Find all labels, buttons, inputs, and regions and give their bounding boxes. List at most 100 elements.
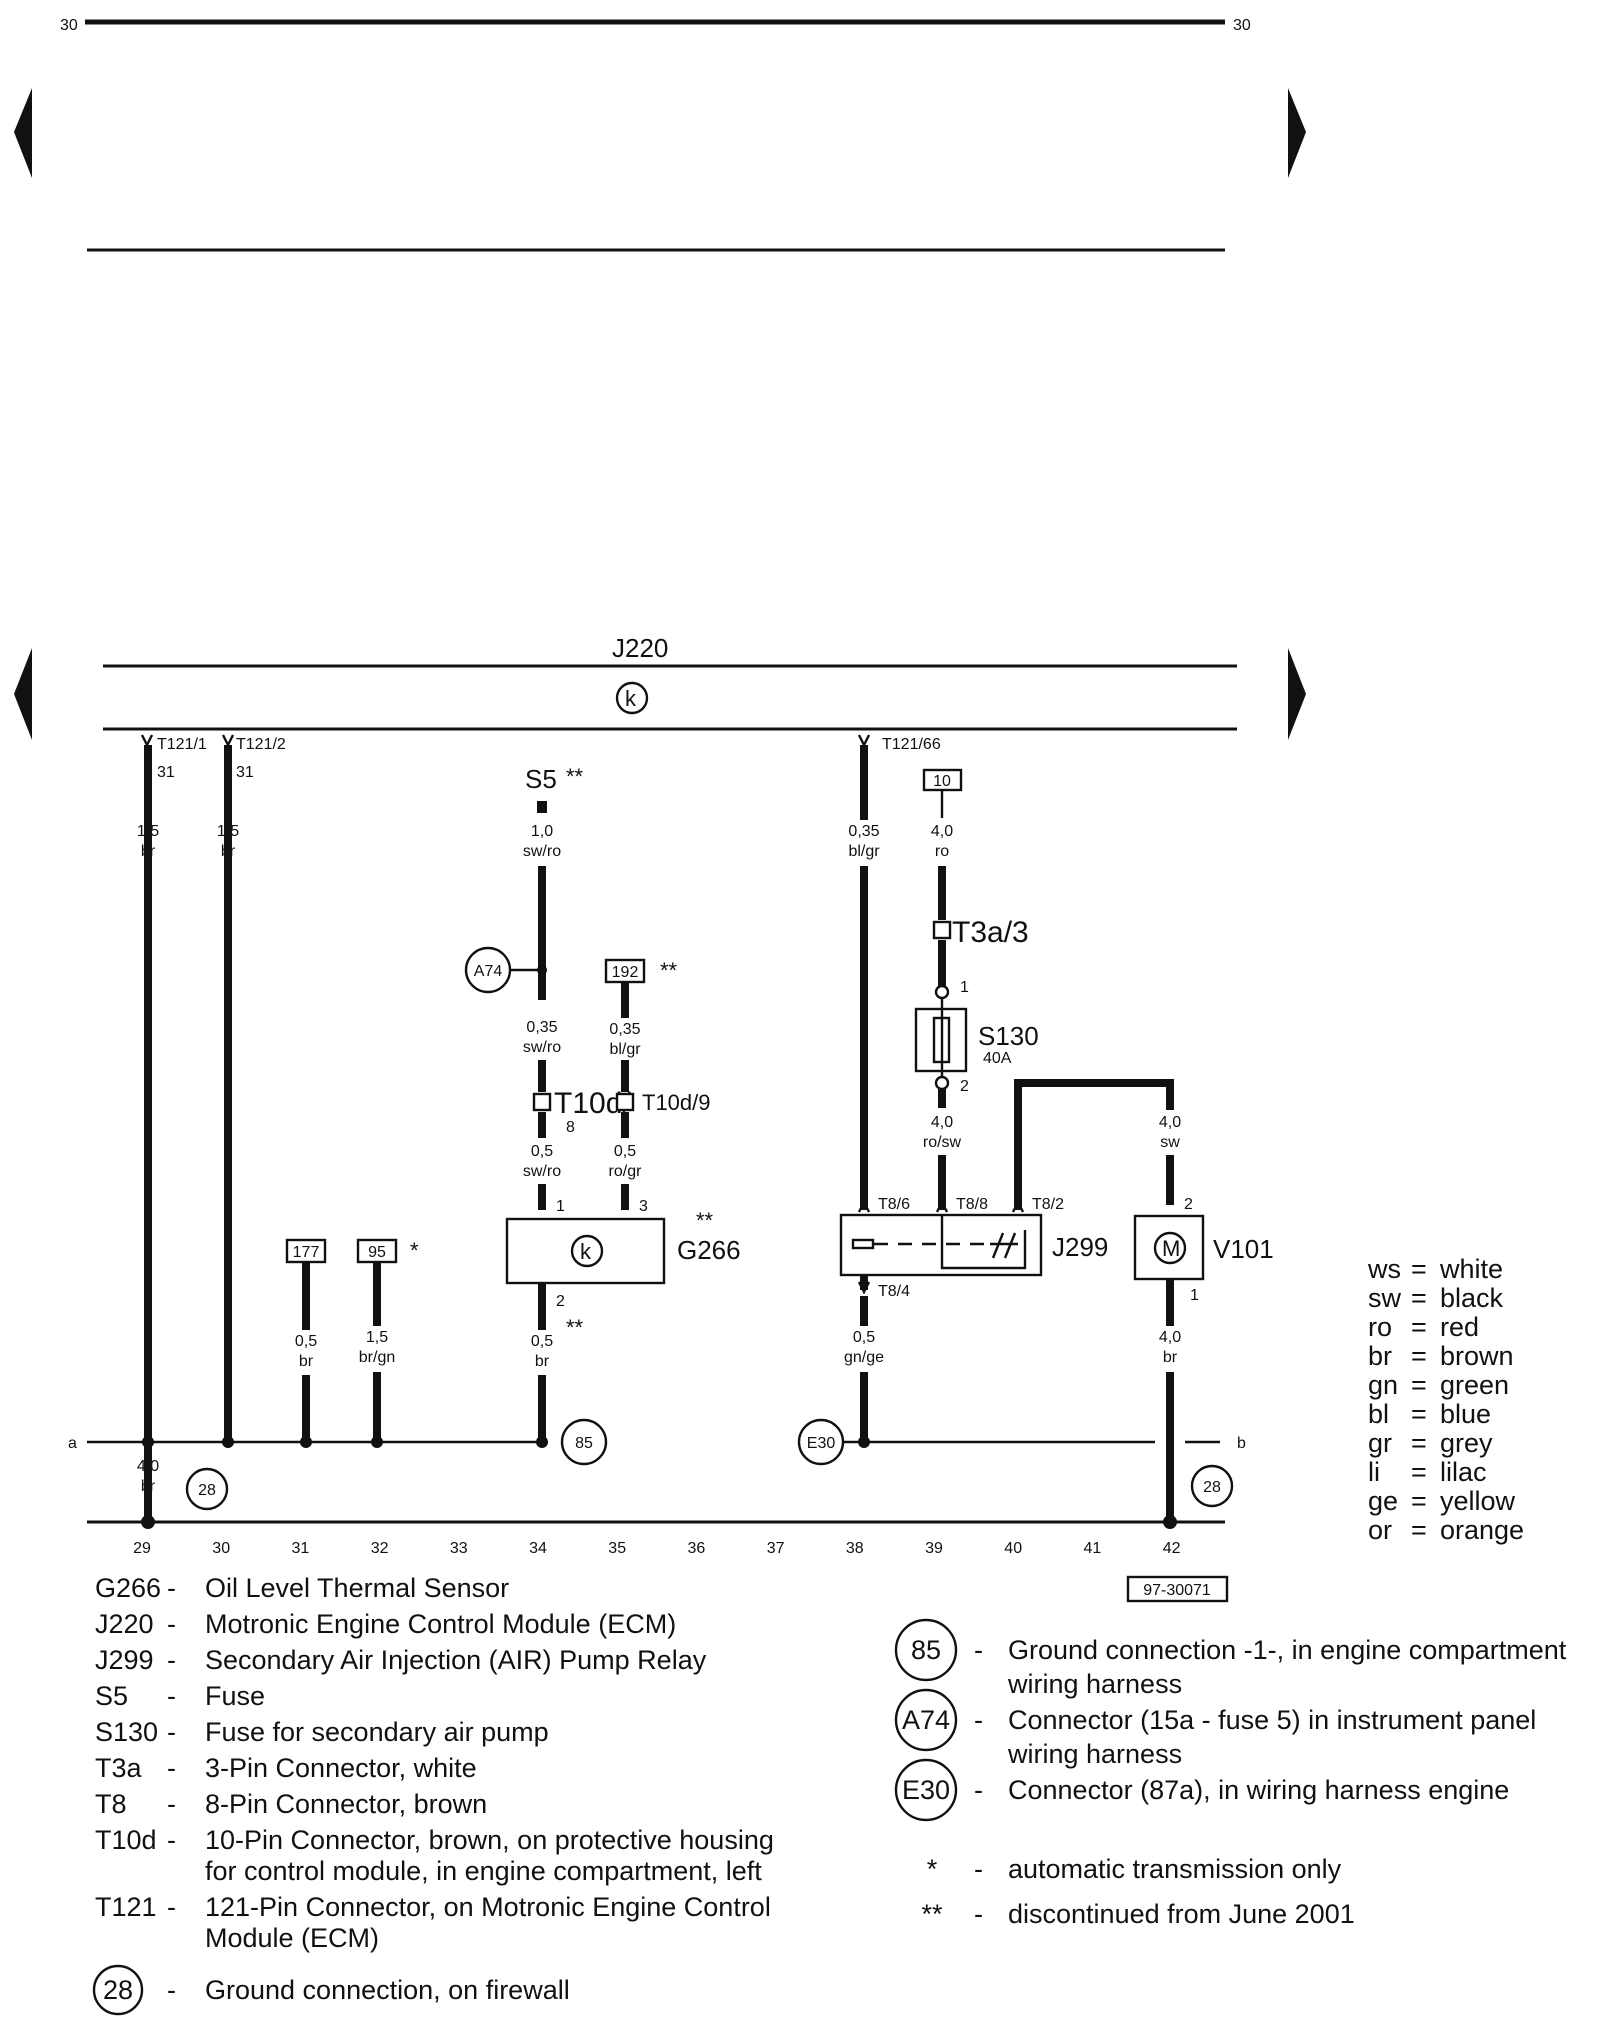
next-diagram-arrow-icon[interactable] — [1288, 648, 1306, 740]
wire-a74-color: sw/ro — [523, 1039, 561, 1056]
prev-page-arrow-icon[interactable] — [14, 88, 32, 178]
wire-v101-bottom-gauge: 4,0 — [1159, 1329, 1181, 1346]
connector-t3a-icon — [932, 920, 952, 940]
wire-32-color: br/gn — [359, 1349, 395, 1366]
track-number: 32 — [371, 1540, 389, 1557]
component-desc: 3-Pin Connector, white — [205, 1753, 477, 1783]
component-desc: Fuse — [205, 1681, 265, 1711]
track-number: 37 — [767, 1540, 785, 1557]
track-number: 33 — [450, 1540, 468, 1557]
junction-dot — [371, 1436, 383, 1448]
component-dash: - — [167, 1789, 176, 1819]
junction-dot — [1163, 1515, 1177, 1529]
pin-arrow-icon — [1011, 1199, 1025, 1213]
pin-arrow-icon — [857, 734, 871, 748]
note-desc: automatic transmission only — [1008, 1854, 1342, 1884]
wire-31-gauge: 0,5 — [295, 1333, 317, 1350]
wire-t10d8-color: sw/ro — [523, 1163, 561, 1180]
wire-31-color: br — [299, 1353, 314, 1370]
junction-dot — [142, 1436, 154, 1448]
connector-legend-dash: - — [974, 1705, 983, 1735]
wire-t10d9-color: ro/gr — [609, 1163, 643, 1180]
pin-t121-66: T121/66 — [882, 736, 941, 753]
component-code: J299 — [95, 1645, 154, 1675]
color-name: lilac — [1440, 1457, 1487, 1487]
note-mark: ** — [921, 1899, 943, 1929]
color-eq: = — [1411, 1515, 1427, 1545]
note-desc: discontinued from June 2001 — [1008, 1899, 1355, 1929]
color-eq: = — [1411, 1341, 1427, 1371]
box-95: 95 — [368, 1244, 386, 1261]
color-name: brown — [1440, 1341, 1514, 1371]
wire-g266-color: br — [535, 1353, 550, 1370]
wire-30-color: br — [221, 843, 236, 860]
connector-t8-4: T8/4 — [878, 1283, 910, 1300]
component-code: T8 — [95, 1789, 127, 1819]
color-code: gr — [1368, 1428, 1392, 1458]
color-name: green — [1440, 1370, 1509, 1400]
junction-dot — [222, 1436, 234, 1448]
component-desc: Module (ECM) — [205, 1923, 379, 1953]
connector-t8-8: T8/8 — [956, 1196, 988, 1213]
color-eq: = — [1411, 1486, 1427, 1516]
junction-dot — [536, 1436, 548, 1448]
wire-10-color: ro — [935, 843, 949, 860]
wire-38-gauge: 0,35 — [848, 823, 879, 840]
color-eq: = — [1411, 1312, 1427, 1342]
connector-legend-desc: Ground connection -1-, in engine compart… — [1008, 1635, 1567, 1665]
track-number: 39 — [925, 1540, 943, 1557]
s130-terminal-2 — [934, 1075, 950, 1091]
pin-num-30: 31 — [236, 764, 254, 781]
motor-v101-label: V101 — [1213, 1234, 1274, 1264]
color-name: orange — [1440, 1515, 1524, 1545]
track-number: 42 — [1163, 1540, 1181, 1557]
junction-dot — [858, 1436, 870, 1448]
wire-38-color: bl/gr — [848, 843, 880, 860]
ground-28-right: 28 — [1203, 1479, 1221, 1496]
pin-arrow-icon — [857, 1281, 871, 1295]
color-eq: = — [1411, 1399, 1427, 1429]
color-eq: = — [1411, 1254, 1427, 1284]
next-page-arrow-icon[interactable] — [1288, 88, 1306, 178]
component-dash: - — [167, 1892, 176, 1922]
component-code: T121 — [95, 1892, 157, 1922]
component-dash: - — [167, 1753, 176, 1783]
wire-ground-color: br — [141, 1478, 156, 1495]
component-desc: Secondary Air Injection (AIR) Pump Relay — [205, 1645, 707, 1675]
component-desc: Oil Level Thermal Sensor — [205, 1573, 509, 1603]
s130-pin-1: 1 — [960, 979, 969, 996]
ecm-label: J220 — [612, 633, 668, 663]
ground-28-left-icon — [185, 1467, 229, 1511]
note-dash: - — [974, 1854, 983, 1884]
relay-contact-icon — [990, 1232, 1018, 1259]
color-name: black — [1440, 1283, 1504, 1313]
wire-29-color: br — [141, 843, 156, 860]
ground-28-legend-icon — [92, 1964, 144, 2016]
wire-j299-gauge: 0,5 — [853, 1329, 875, 1346]
ground-legend: 28 - Ground connection, on firewall — [92, 1964, 570, 2016]
relay-coil-icon — [851, 1238, 875, 1250]
bus-label-a: a — [68, 1435, 77, 1452]
component-dash: - — [167, 1717, 176, 1747]
g266-label: G266 — [677, 1235, 741, 1265]
connector-legend-code: A74 — [902, 1705, 950, 1735]
motor-icon — [1153, 1231, 1187, 1265]
connector-t10d-8-pin: 8 — [566, 1119, 575, 1136]
component-code: T3a — [95, 1753, 143, 1783]
connector-legend-icon — [894, 1758, 958, 1822]
color-eq: = — [1411, 1283, 1427, 1313]
connector-legend: 85-Ground connection -1-, in engine comp… — [894, 1618, 1567, 1822]
color-code: ge — [1368, 1486, 1398, 1516]
connector-legend-desc: Connector (87a), in wiring harness engin… — [1008, 1775, 1509, 1805]
wire-t10d9-gauge: 0,5 — [614, 1143, 636, 1160]
wire-192-gauge: 0,35 — [609, 1021, 640, 1038]
wire-s130-gauge: 4,0 — [931, 1114, 953, 1131]
connector-legend-desc: Connector (15a - fuse 5) in instrument p… — [1008, 1705, 1536, 1735]
connector-legend-dash: - — [974, 1775, 983, 1805]
component-code: T10d — [95, 1825, 157, 1855]
ground-85: 85 — [575, 1435, 593, 1452]
color-code: br — [1368, 1341, 1392, 1371]
prev-diagram-arrow-icon[interactable] — [14, 648, 32, 740]
fuse-s130-rating: 40A — [983, 1050, 1012, 1067]
